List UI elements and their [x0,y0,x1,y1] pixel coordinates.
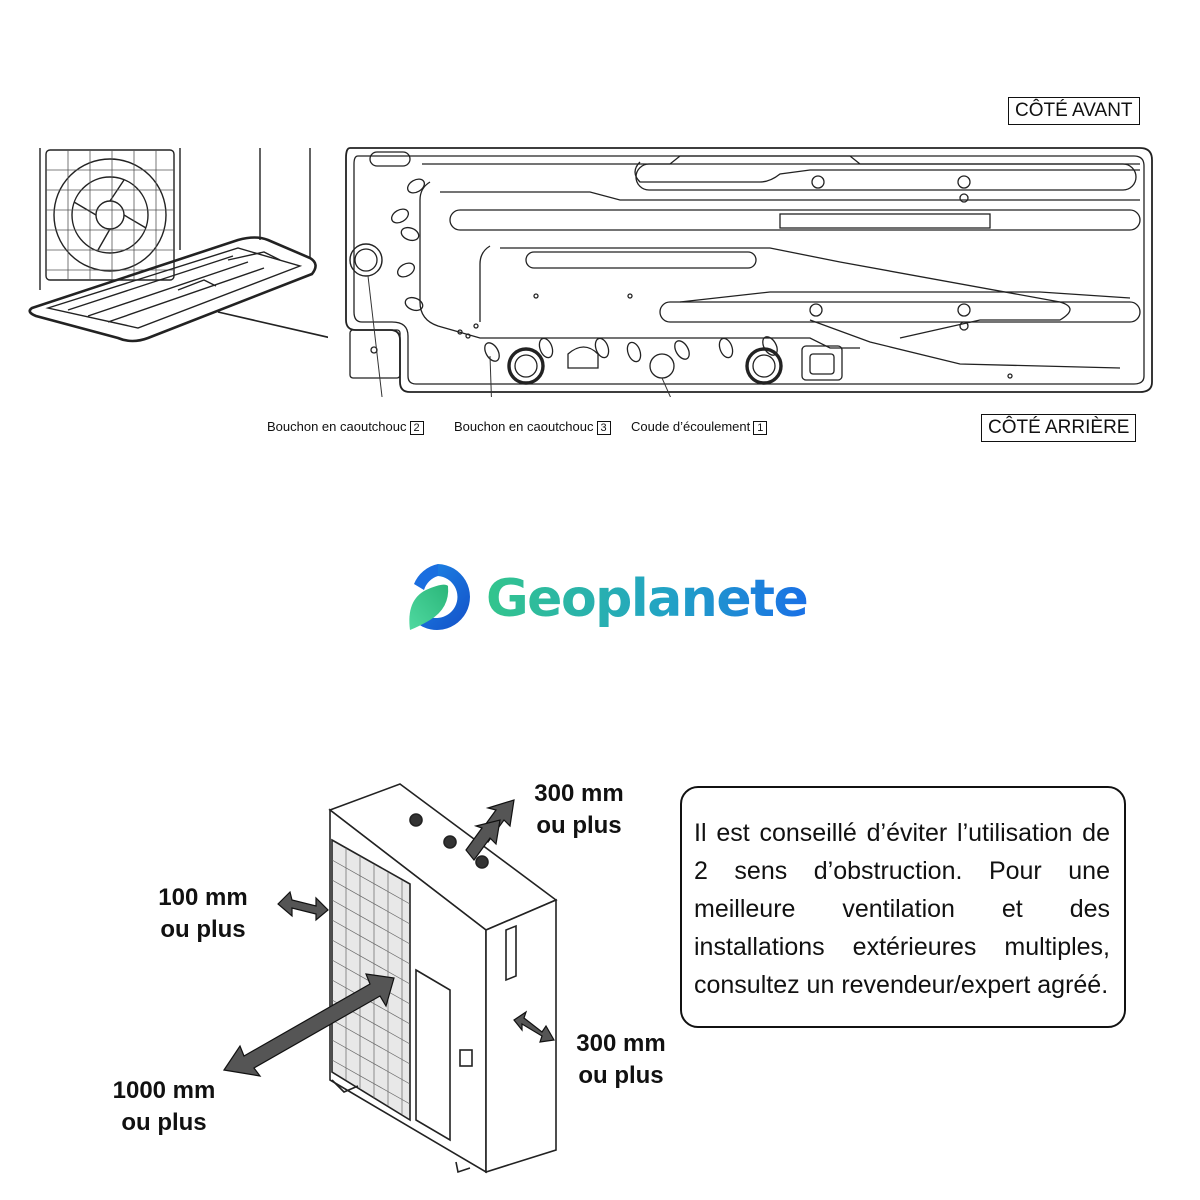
unit-bottom-sketch [28,148,328,343]
clearance-left-value: 100 mm [158,884,248,911]
ventilation-note-text: Il est conseillé d’éviter l’utilisation … [694,819,1110,999]
clearance-right-suffix: ou plus [578,1062,664,1089]
front-side-label: CÔTÉ AVANT [1008,97,1140,125]
callout-number: 2 [409,421,424,435]
geoplanete-logo-text: Geoplanete [486,569,809,629]
clearance-top-value: 300 mm [534,780,624,807]
clearance-left-label: 100 mm ou plus [148,882,258,946]
clearance-right-label: 300 mm ou plus [566,1028,676,1092]
geoplanete-wordmark: Geoplanete [486,569,807,629]
geoplanete-logo-mark-icon [409,564,470,630]
callout-number: 1 [753,421,768,435]
clearance-front-suffix: ou plus [121,1109,207,1136]
clearance-top-label: 300 mm ou plus [524,778,634,842]
clearance-right-value: 300 mm [576,1030,666,1057]
clearance-front-label: 1000 mm ou plus [104,1075,224,1139]
clearance-front-value: 1000 mm [112,1077,216,1104]
base-pan-top-view [345,147,1153,397]
callout-number: 3 [596,421,611,435]
ventilation-note-box: Il est conseillé d’éviter l’utilisation … [680,786,1126,1028]
outdoor-unit-clearance-illustration [222,783,558,1174]
clearance-top-suffix: ou plus [536,812,622,839]
clearance-left-suffix: ou plus [160,916,246,943]
rear-side-label: CÔTÉ ARRIÈRE [981,414,1137,442]
